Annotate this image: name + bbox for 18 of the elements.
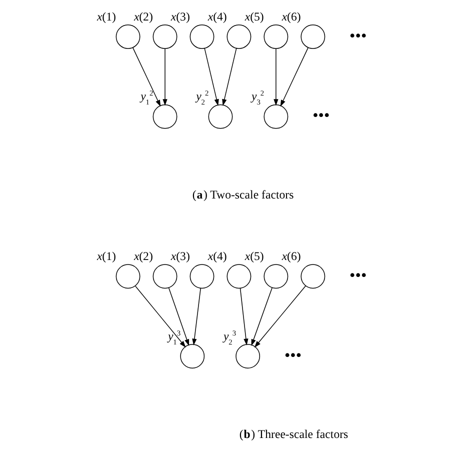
label: (b) Three-scale factors — [238, 427, 348, 442]
node-label: x(4) — [207, 9, 226, 24]
label: ••• — [349, 26, 366, 45]
node-label: x(5) — [244, 9, 264, 24]
label: (a) Two-scale factors — [192, 188, 294, 202]
node-label: x(3) — [170, 9, 190, 24]
node-label: x(2) — [133, 248, 152, 263]
node-label: x(1) — [96, 9, 116, 24]
node-label: x(3) — [170, 248, 190, 263]
node-label: x(5) — [244, 248, 264, 263]
node-label: x(6) — [281, 9, 300, 24]
node-label: x(6) — [281, 248, 300, 263]
node-label: x(4) — [207, 248, 226, 263]
label: ••• — [312, 106, 330, 125]
node-label: x(1) — [96, 248, 116, 263]
label: ••• — [284, 346, 302, 364]
label: ••• — [349, 266, 366, 285]
node-label: x(2) — [133, 9, 152, 24]
